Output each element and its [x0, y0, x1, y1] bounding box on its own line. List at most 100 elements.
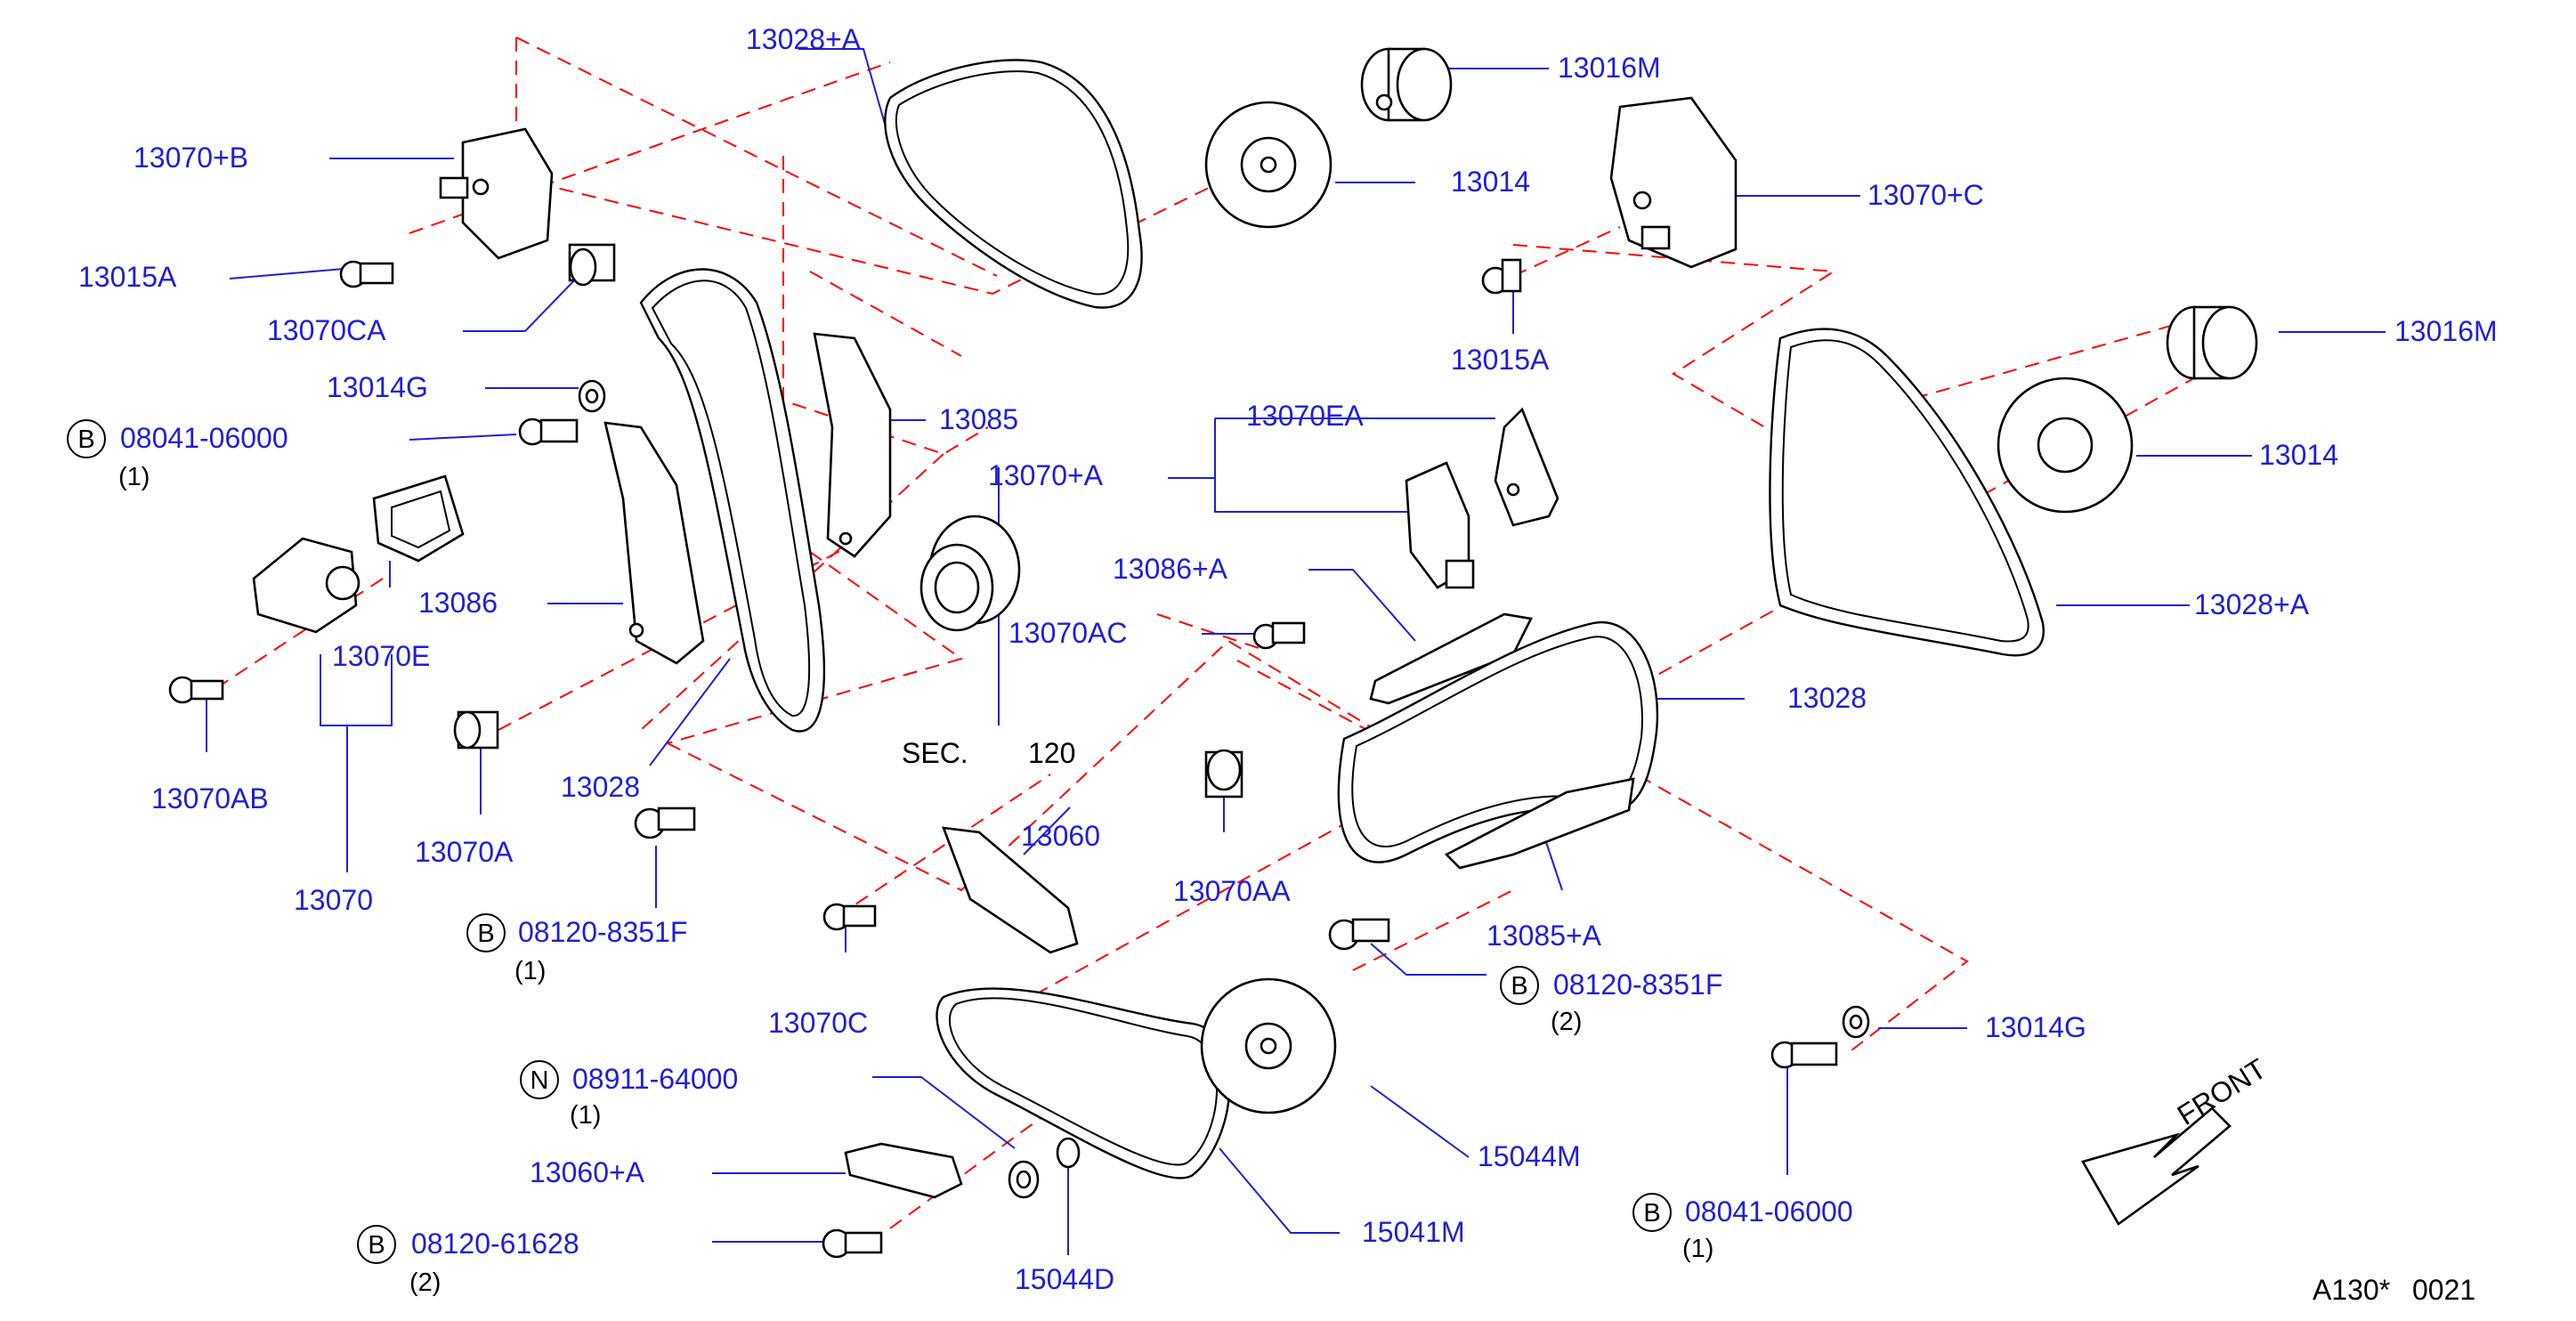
- bolt-13070ab: [168, 676, 224, 704]
- qty-08120-left: (1): [514, 957, 546, 985]
- label-08120-61628: 08120-61628: [411, 1228, 579, 1260]
- qty-08120-right: (2): [1551, 1008, 1582, 1036]
- oil-pump-chain-15041m: [936, 987, 1231, 1179]
- label-13070ea: 13070EA: [1246, 400, 1364, 432]
- qty-08041-bottom: (1): [1682, 1235, 1713, 1263]
- label-13086a: 13086+A: [1113, 553, 1228, 585]
- label-08041-06000-bottom: 08041-06000: [1685, 1195, 1853, 1228]
- washer-15044d: [1056, 1137, 1081, 1169]
- label-13016m-right: 13016M: [2394, 315, 2498, 347]
- label-13014g-top: 13014G: [327, 371, 428, 403]
- label-15041m: 15041M: [1362, 1216, 1465, 1248]
- circle-b-08120-right: B: [1511, 972, 1527, 1001]
- circle-b-08120-61628: B: [368, 1231, 385, 1260]
- crank-sprocket-13070ac: [919, 515, 1021, 632]
- label-13070c-plus: 13070+C: [1867, 179, 1984, 211]
- circle-b-08041-top: B: [77, 425, 94, 454]
- label-13060: 13060: [1021, 820, 1100, 852]
- label-13014-right: 13014: [2259, 439, 2338, 471]
- label-08120-8351f-right: 08120-8351F: [1553, 968, 1722, 1001]
- camshaft-sprocket-13014-top: [1204, 101, 1333, 229]
- chain-tensioner-13070c: [1609, 96, 1738, 269]
- leader-lines: [206, 48, 2386, 1255]
- label-13086: 13086: [418, 587, 498, 619]
- label-08041-06000-top: 08041-06000: [120, 422, 288, 454]
- label-13028a-right: 13028+A: [2194, 588, 2310, 620]
- label-13028-right: 13028: [1787, 682, 1867, 714]
- sec-number: 120: [1028, 737, 1075, 769]
- label-13070a-plus: 13070+A: [988, 459, 1104, 491]
- circled-letter-markers: B B B B B N: [67, 419, 1672, 1264]
- quantity-labels: (1) (1) (2) (1) (1) (2): [118, 463, 1713, 1297]
- label-13028-left: 13028: [561, 771, 640, 803]
- bolt-13070aa: [1204, 749, 1243, 798]
- camshaft-bushing-13016m-right: [2166, 305, 2258, 380]
- oil-pump-sprocket-15044m: [1200, 977, 1337, 1114]
- bolt-08120-8351f-right: [1328, 918, 1390, 951]
- chain-tensioner-13070a-plus: [1405, 461, 1475, 589]
- washer-13014g-bottom: [1842, 1005, 1870, 1039]
- label-15044d: 15044D: [1015, 1263, 1114, 1295]
- upper-timing-chain-13028a: [884, 59, 1143, 309]
- label-13014g-bottom: 13014G: [1985, 1011, 2086, 1043]
- label-08120-8351f-left: 08120-8351F: [518, 916, 687, 948]
- label-13070b: 13070+B: [134, 142, 248, 174]
- label-13085: 13085: [939, 403, 1018, 435]
- label-13070: 13070: [294, 884, 373, 916]
- label-13070c: 13070C: [768, 1007, 868, 1039]
- tensioner-13060a: [844, 1142, 963, 1199]
- timing-chain-13028-right: [1337, 620, 1659, 863]
- label-15044m: 15044M: [1478, 1140, 1581, 1172]
- circle-b-08120-left: B: [477, 920, 494, 948]
- label-13070ac: 13070AC: [1009, 617, 1127, 649]
- bolt-13070c: [822, 903, 877, 931]
- timing-chain-13028-left: [639, 268, 826, 733]
- circle-b-08041-bottom: B: [1643, 1199, 1660, 1228]
- timing-chain-13028a-right: [1769, 328, 2045, 657]
- part-number-labels: 13028+A 13016M 13070+B 13014 13070+C 130…: [78, 23, 2498, 1295]
- circle-n-08911: N: [531, 1066, 549, 1095]
- label-13070a: 13070A: [415, 836, 514, 868]
- label-13016m-top: 13016M: [1558, 52, 1661, 84]
- doc-number: 0021: [2412, 1274, 2475, 1306]
- bolt-13015a-right: [1481, 258, 1522, 295]
- label-13070e: 13070E: [332, 640, 430, 672]
- label-13014-top: 13014: [1451, 166, 1530, 198]
- label-13085a: 13085+A: [1486, 920, 1602, 952]
- nut-08911-64000: [1008, 1160, 1040, 1199]
- label-13015a-right: 13015A: [1451, 344, 1550, 376]
- label-13015a-left: 13015A: [78, 261, 177, 293]
- bolt-08041-06000-bottom: [1770, 1041, 1838, 1069]
- label-13060a: 13060+A: [530, 1156, 645, 1188]
- bracket-13070ea: [1494, 407, 1559, 527]
- chain-tensioner-13070: [252, 537, 360, 634]
- chain-guide-13085a: [1444, 777, 1635, 870]
- gasket-13070e: [372, 474, 465, 563]
- bolt-08120-61628: [822, 1228, 883, 1259]
- label-13070ca: 13070CA: [267, 314, 386, 346]
- qty-08041-top: (1): [118, 463, 150, 491]
- chain-slack-guide-13086: [603, 421, 705, 665]
- bolt-13070a: [453, 710, 499, 750]
- label-13070ab: 13070AB: [151, 782, 269, 814]
- bushing-13070ca: [568, 243, 616, 287]
- chain-guide-13085: [813, 332, 892, 558]
- bolt-08120-8351f-left: [634, 806, 696, 839]
- sec-label: SEC.: [902, 737, 968, 769]
- washer-13014g-top: [578, 379, 606, 413]
- bolt-13015a-left: [339, 260, 394, 288]
- label-13070aa: 13070AA: [1173, 875, 1291, 907]
- chain-tensioner-13060: [942, 826, 1079, 954]
- front-direction-arrow: [2081, 1106, 2232, 1226]
- chain-tensioner-13070b: [439, 127, 554, 260]
- camshaft-sprocket-13014-right: [1997, 377, 2134, 514]
- label-13028a-top: 13028+A: [746, 23, 862, 55]
- qty-08120-61628: (2): [409, 1268, 441, 1297]
- label-08911-64000: 08911-64000: [572, 1063, 738, 1095]
- bolt-08041-06000-top: [518, 417, 579, 446]
- camshaft-bushing-13016m-top: [1360, 47, 1453, 122]
- bolt-13070ac: [1252, 621, 1306, 650]
- doc-code: A130*: [2313, 1274, 2390, 1306]
- qty-08911: (1): [570, 1101, 601, 1130]
